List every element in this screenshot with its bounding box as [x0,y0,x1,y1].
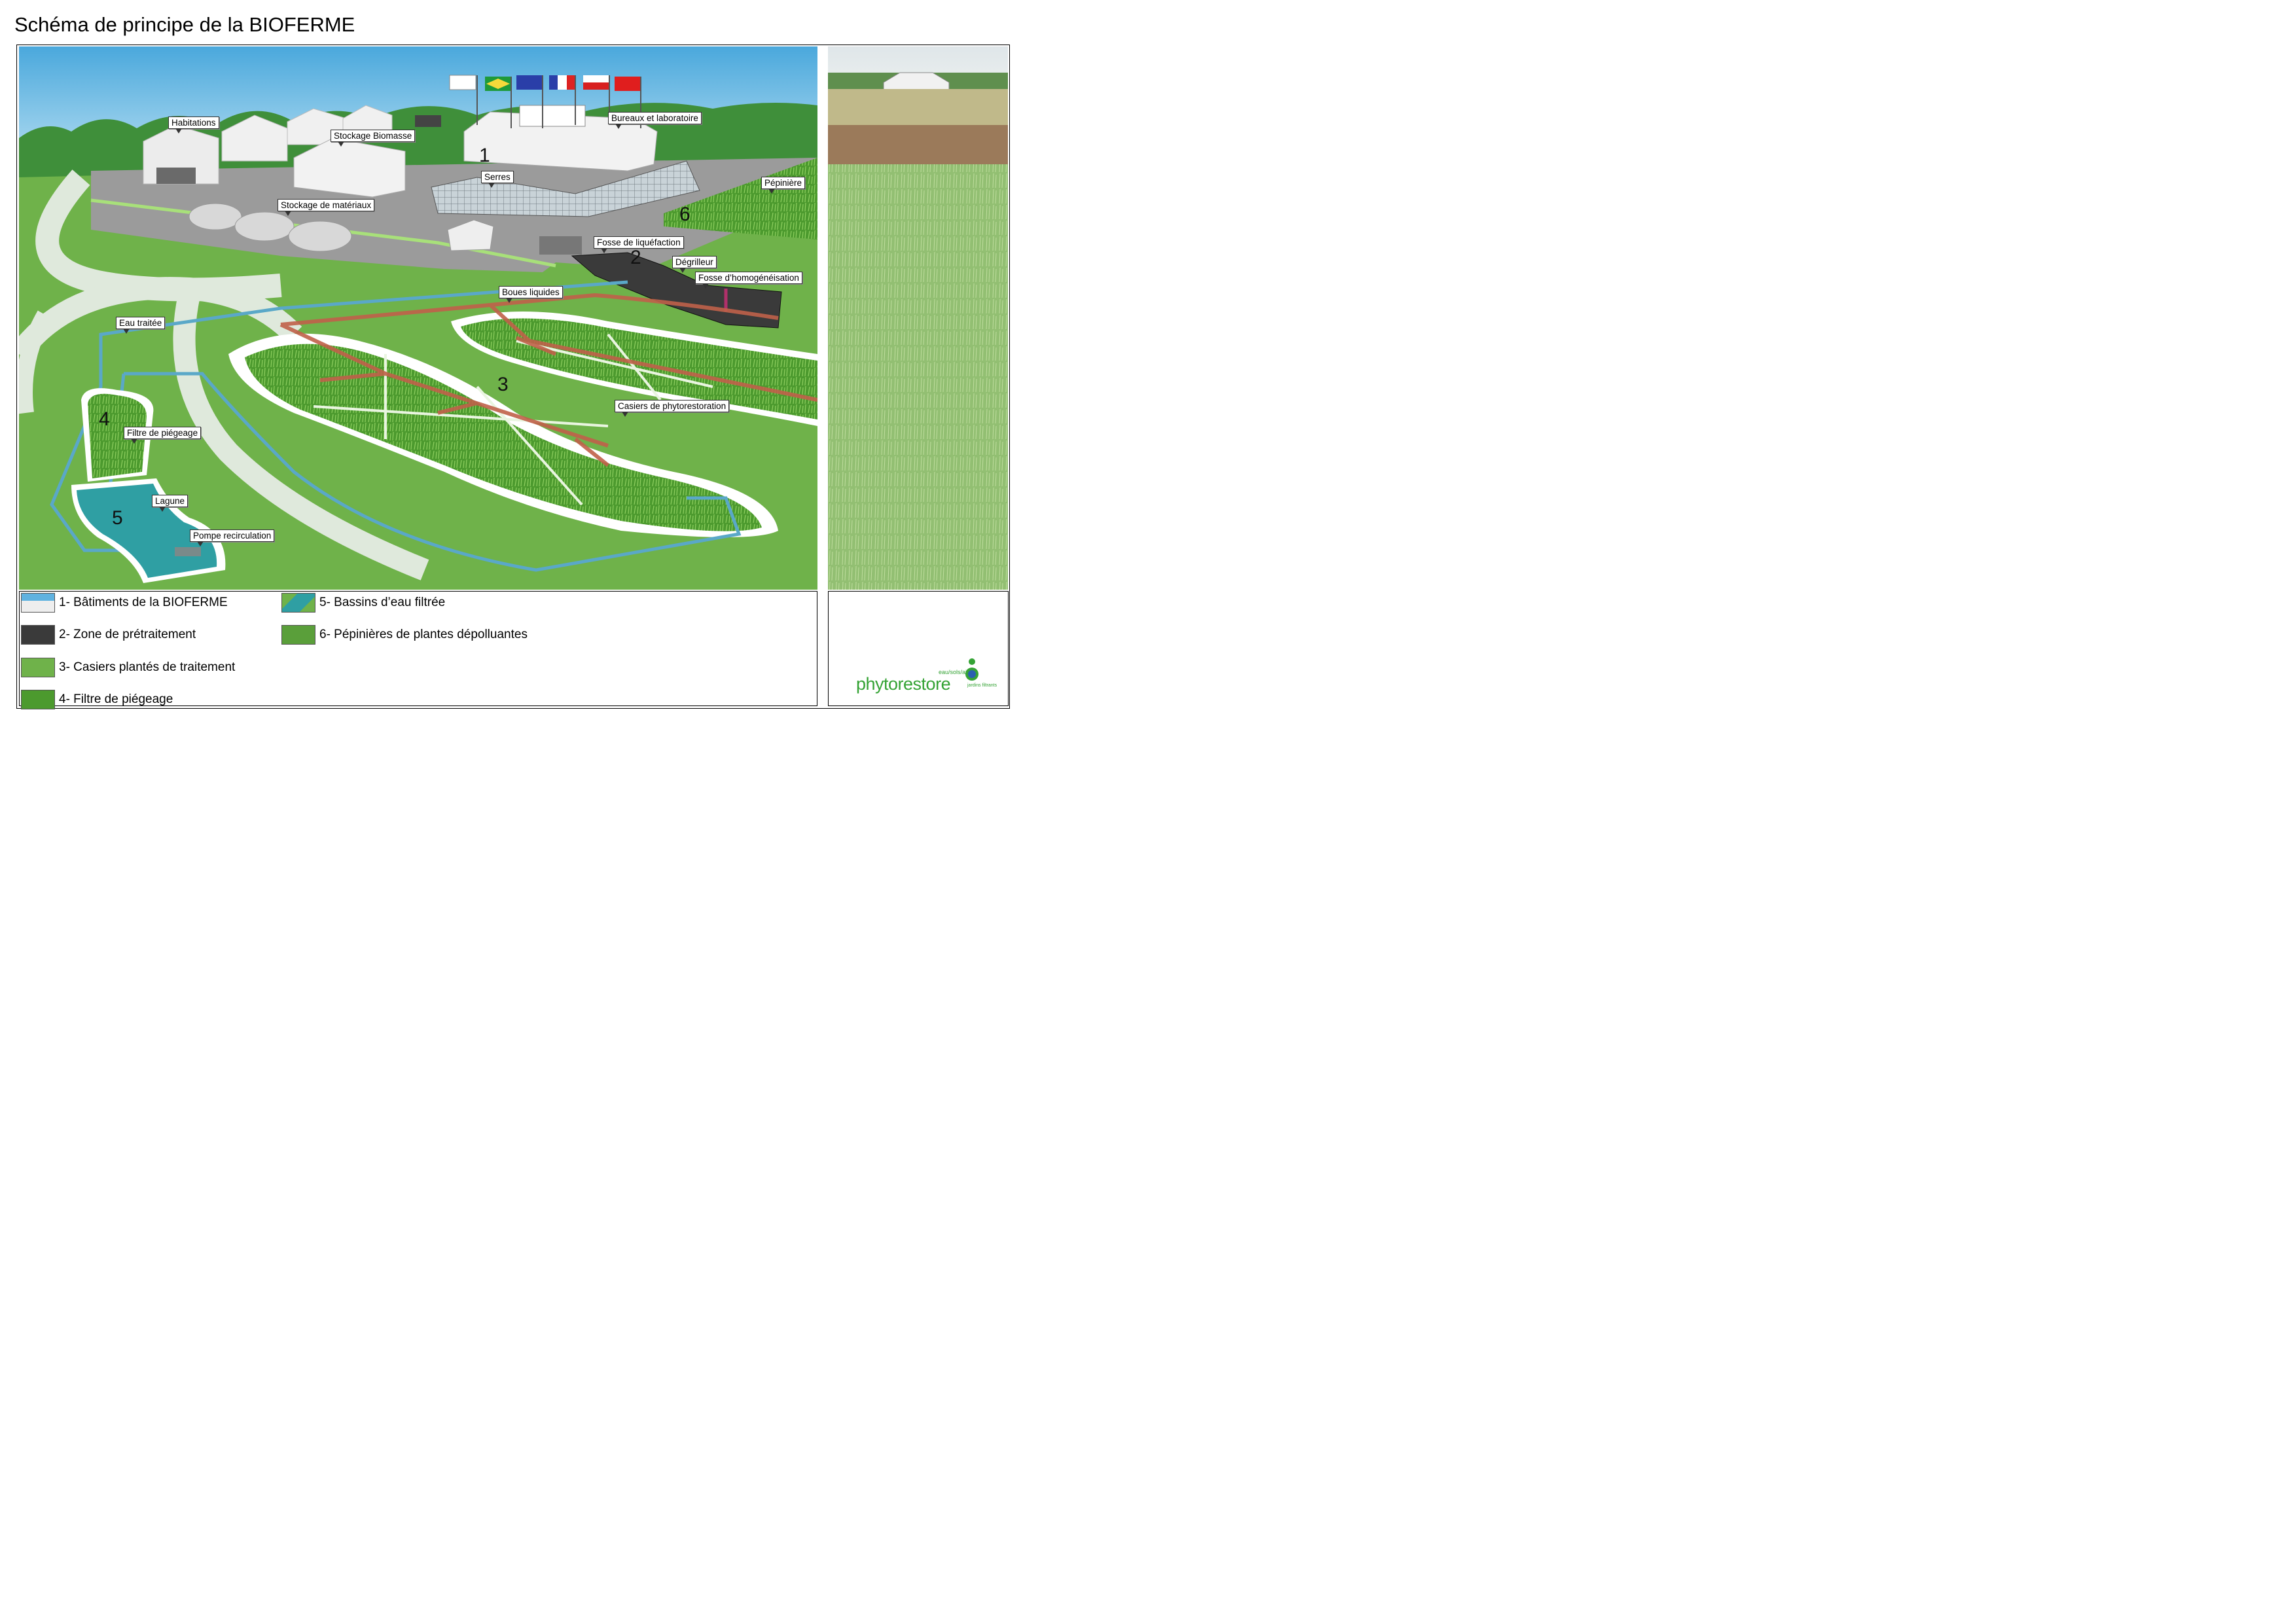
legend: 1- Bâtiments de la BIOFERME 2- Zone de p… [19,591,817,709]
callout-stockage-biomasse: Stockage Biomasse [331,130,416,147]
office-building [463,111,658,171]
legend-label-1: 1- Bâtiments de la BIOFERME [59,596,228,609]
legend-label-3: 3- Casiers plantés de traitement [59,660,236,674]
path-edge [19,310,53,414]
callout-serres: Serres [481,171,514,188]
callout-fosse-liquefaction: Fosse de liquéfaction [594,236,684,253]
silo-shed [447,219,494,251]
callout-pompe: Pompe recirculation [190,529,275,546]
callout-fosse-homogeneisation: Fosse d’homogénéisation [695,272,802,289]
callout-filtre: Filtre de piégeage [124,427,202,444]
legend-thumb-nursery [281,625,315,645]
logo-name: phytorestore [856,674,951,694]
logo-side-text: jardins filtrants [967,683,997,688]
zone-number-6: 6 [679,204,691,225]
path-lower [173,293,429,580]
logo-tagline: eau/sols/air [939,669,969,675]
truck-dumping [539,236,582,255]
legend-item-2: 2- Zone de prétraitement [21,625,196,645]
callout-bureaux: Bureaux et laboratoire [608,112,702,129]
legend-label-5: 5- Bassins d’eau filtrée [319,596,446,609]
callout-pepiniere: Pépinière [761,177,806,194]
callout-stockage-materiaux: Stockage de matériaux [278,199,375,216]
truck-back [415,115,441,127]
legend-item-5: 5- Bassins d’eau filtrée [281,593,445,613]
logo-icon [965,658,978,681]
legend-thumb-buildings [21,593,55,613]
zone-number-1: 1 [479,145,490,166]
callout-habitations: Habitations [168,116,219,134]
planted-beds-lower [245,344,762,531]
legend-item-1: 1- Bâtiments de la BIOFERME [21,593,228,613]
reed-bed-photo [828,46,1008,590]
photo-illustration [828,46,1008,590]
legend-label-6: 6- Pépinières de plantes dépolluantes [319,628,528,641]
zone-number-2: 2 [630,247,641,268]
legend-thumb-planted-beds [21,658,55,677]
legend-item-3: 3- Casiers plantés de traitement [21,658,235,677]
trap-filter [88,393,147,478]
flags [449,75,641,128]
callout-lagune: Lagune [152,495,188,512]
callout-degrilleur: Dégrilleur [672,256,717,273]
callout-casiers: Casiers de phytorestoration [615,400,730,417]
legend-thumb-pretreatment [21,625,55,645]
material-domes [188,203,352,252]
callout-eau-traitee: Eau traitée [116,317,166,334]
bioferme-scene: Habitations Stockage Biomasse Bureaux et… [19,46,817,590]
legend-thumb-trap-filter [21,690,55,709]
zone-number-3: 3 [497,374,509,395]
truck-left [156,168,196,184]
diagram-frame [16,45,1010,709]
legend-item-4: 4- Filtre de piégeage [21,690,173,709]
zone-number-4: 4 [99,408,110,430]
sludge-pipes [279,293,817,467]
legend-item-6: 6- Pépinières de plantes dépolluantes [281,625,528,645]
logo-box: eau/sols/air phytorestore jardins filtra… [828,591,1009,706]
legend-thumb-water-basins [281,593,315,613]
legend-label-2: 2- Zone de prétraitement [59,628,196,641]
bed-dividers [313,333,713,506]
legend-label-4: 4- Filtre de piégeage [59,692,173,706]
office-sign [519,105,586,127]
zone-number-5: 5 [112,507,123,529]
pump [175,547,201,556]
callout-boues-liquides: Boues liquides [499,286,563,303]
page-title: Schéma de principe de la BIOFERME [14,13,355,36]
